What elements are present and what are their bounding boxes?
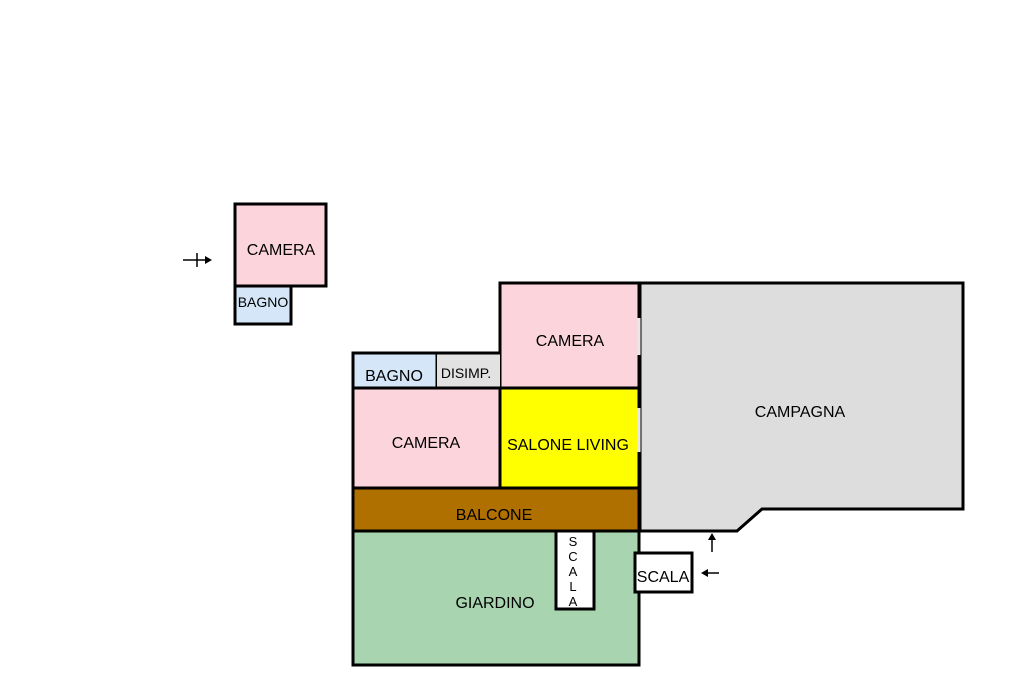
label-disimpegno: DISIMP. bbox=[441, 365, 491, 381]
area-balcone bbox=[351, 486, 641, 533]
main-unit: CAMERA BAGNO DISIMP. CAMERA SALONE LIVIN… bbox=[351, 281, 965, 667]
label-giardino: GIARDINO bbox=[455, 595, 534, 612]
label-camera-left: CAMERA bbox=[392, 435, 461, 452]
stair-scala-vertical bbox=[554, 529, 596, 611]
scala-letter: C bbox=[568, 549, 577, 564]
scala-letter: A bbox=[569, 564, 578, 579]
label-salone-living: SALONE LIVING bbox=[507, 437, 629, 454]
stair-scala-box bbox=[633, 551, 694, 594]
label-balcone: BALCONE bbox=[456, 507, 532, 524]
label-scala-vertical: S C A L A bbox=[568, 534, 577, 609]
arrow-right-icon bbox=[183, 253, 212, 267]
room-camera-upper bbox=[233, 202, 328, 288]
label-camera-top: CAMERA bbox=[536, 333, 605, 350]
room-bagno-upper bbox=[233, 284, 293, 326]
room-salone-living bbox=[498, 386, 641, 490]
scala-letter: S bbox=[569, 534, 578, 549]
label-bagno-upper: BAGNO bbox=[238, 294, 289, 310]
arrow-left-icon bbox=[701, 569, 719, 577]
scala-letter: L bbox=[569, 579, 576, 594]
label-scala-box: SCALA bbox=[637, 569, 690, 586]
arrow-up-icon bbox=[708, 533, 716, 552]
upper-unit: CAMERA BAGNO bbox=[183, 202, 328, 326]
scala-letter: A bbox=[569, 594, 578, 609]
room-disimpegno bbox=[437, 353, 500, 388]
label-bagno: BAGNO bbox=[365, 368, 423, 385]
label-campagna: CAMPAGNA bbox=[755, 404, 846, 421]
label-camera-upper: CAMERA bbox=[247, 242, 316, 259]
